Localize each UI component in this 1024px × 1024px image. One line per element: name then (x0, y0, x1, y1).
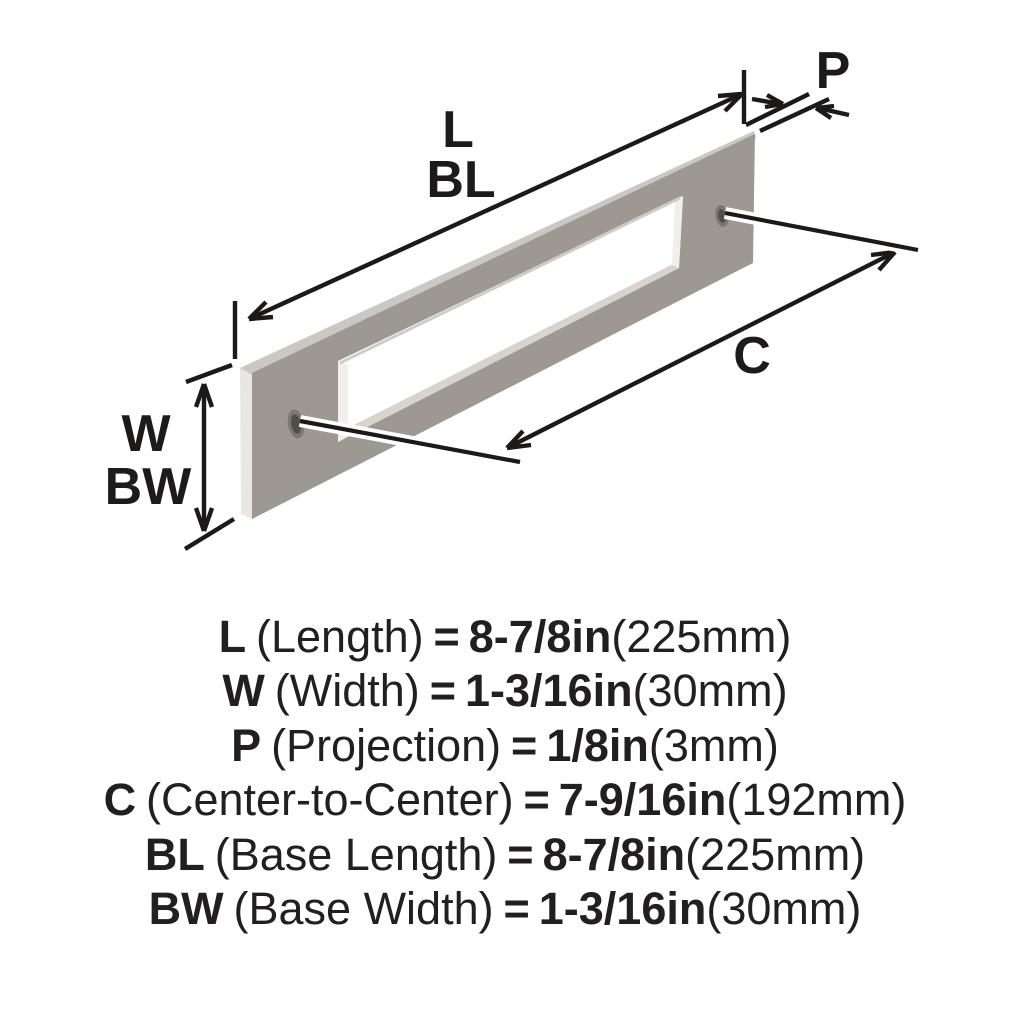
legend-imperial-value: 8-7/8in (468, 611, 612, 662)
legend-equals: = (511, 719, 538, 771)
plate (240, 131, 756, 519)
dim-width (183, 362, 236, 551)
legend-metric-value: (3mm) (648, 719, 779, 771)
legend-equals: = (507, 828, 534, 880)
dim-p-edge-line-back (759, 97, 830, 133)
legend-descriptor: (Base Width) (233, 883, 494, 935)
dim-w-arrowhead-lower (193, 507, 215, 532)
dimension-legend: L(Length)=8-7/8in(225mm) W(Width)=1-3/16… (0, 610, 1010, 936)
legend-descriptor: (Width) (274, 665, 420, 717)
dim-c-arrowhead-upper (870, 249, 897, 272)
legend-row-projection: P(Projection)=1/8in(3mm) (0, 719, 1010, 773)
legend-symbol: P (231, 719, 262, 771)
legend-metric-value: (30mm) (632, 665, 788, 717)
legend-symbol: BW (148, 883, 224, 935)
cutout-inner-top-edge (339, 196, 681, 365)
plate-front-face (252, 134, 755, 519)
legend-metric-value: (30mm) (706, 883, 862, 935)
dim-length (232, 70, 747, 359)
legend-metric-value: (225mm) (611, 611, 792, 662)
label-length: L (442, 101, 474, 159)
legend-row-length: L(Length)=8-7/8in(225mm) (0, 610, 1010, 664)
legend-symbol: W (222, 665, 265, 717)
label-projection: P (816, 42, 851, 100)
legend-symbol: C (103, 774, 137, 826)
screw-hole-right (715, 205, 729, 227)
legend-equals: = (523, 774, 550, 826)
plate-left-edge-face (240, 368, 252, 519)
cutout-inner-right-face (672, 196, 683, 268)
legend-metric-value: (225mm) (685, 828, 866, 880)
label-base-length: BL (426, 151, 495, 209)
legend-row-center-to-center: C(Center-to-Center)=7-9/16in(192mm) (0, 773, 1010, 827)
dim-c-arrowhead-lower (505, 429, 532, 451)
cutout-inner-left-face (338, 361, 348, 442)
hole-leader-lines (298, 207, 920, 468)
leader-right (724, 210, 919, 253)
screw-hole-left (287, 409, 305, 439)
legend-row-base-length: BL(Base Length)=8-7/8in(225mm) (0, 828, 1010, 882)
label-base-width: BW (105, 458, 193, 516)
legend-descriptor: (Base Length) (214, 828, 498, 880)
dim-center-to-center (505, 249, 897, 451)
legend-descriptor: (Length) (256, 611, 424, 662)
legend-equals: = (429, 665, 456, 717)
legend-descriptor: (Center-to-Center) (145, 774, 514, 826)
dim-p-edge-line-front (745, 92, 810, 127)
dim-l-arrowhead-upper (717, 91, 744, 113)
legend-imperial-value: 1-3/16in (538, 883, 707, 935)
legend-imperial-value: 1/8in (546, 719, 649, 771)
legend-imperial-value: 1-3/16in (464, 665, 633, 717)
dim-c-shaft (506, 250, 896, 450)
dim-p-arrowhead-right (764, 93, 785, 110)
cutout-inner-bottom-face (338, 261, 679, 442)
dim-w-arrowhead-upper (193, 383, 215, 408)
dim-w-tick-upper (185, 362, 233, 385)
leader-left (299, 418, 521, 465)
legend-symbol: L (218, 611, 247, 662)
legend-symbol: BL (144, 828, 205, 880)
legend-row-base-width: BW(Base Width)=1-3/16in(30mm) (0, 882, 1010, 936)
dim-l-arrowhead-lower (247, 300, 274, 322)
plate-top-edge-face (240, 131, 756, 375)
legend-descriptor: (Projection) (271, 719, 502, 771)
legend-row-width: W(Width)=1-3/16in(30mm) (0, 664, 1010, 718)
dim-p-arrowhead-left (814, 103, 835, 120)
legend-imperial-value: 7-9/16in (558, 774, 727, 826)
label-center-to-center: C (733, 327, 771, 385)
legend-equals: = (433, 611, 460, 662)
dim-projection (745, 92, 850, 133)
legend-equals: = (503, 883, 530, 935)
dim-w-tick-lower (183, 517, 236, 551)
legend-imperial-value: 8-7/8in (542, 828, 686, 880)
legend-metric-value: (192mm) (726, 774, 907, 826)
dim-l-shaft (248, 91, 743, 322)
label-width: W (121, 405, 171, 463)
